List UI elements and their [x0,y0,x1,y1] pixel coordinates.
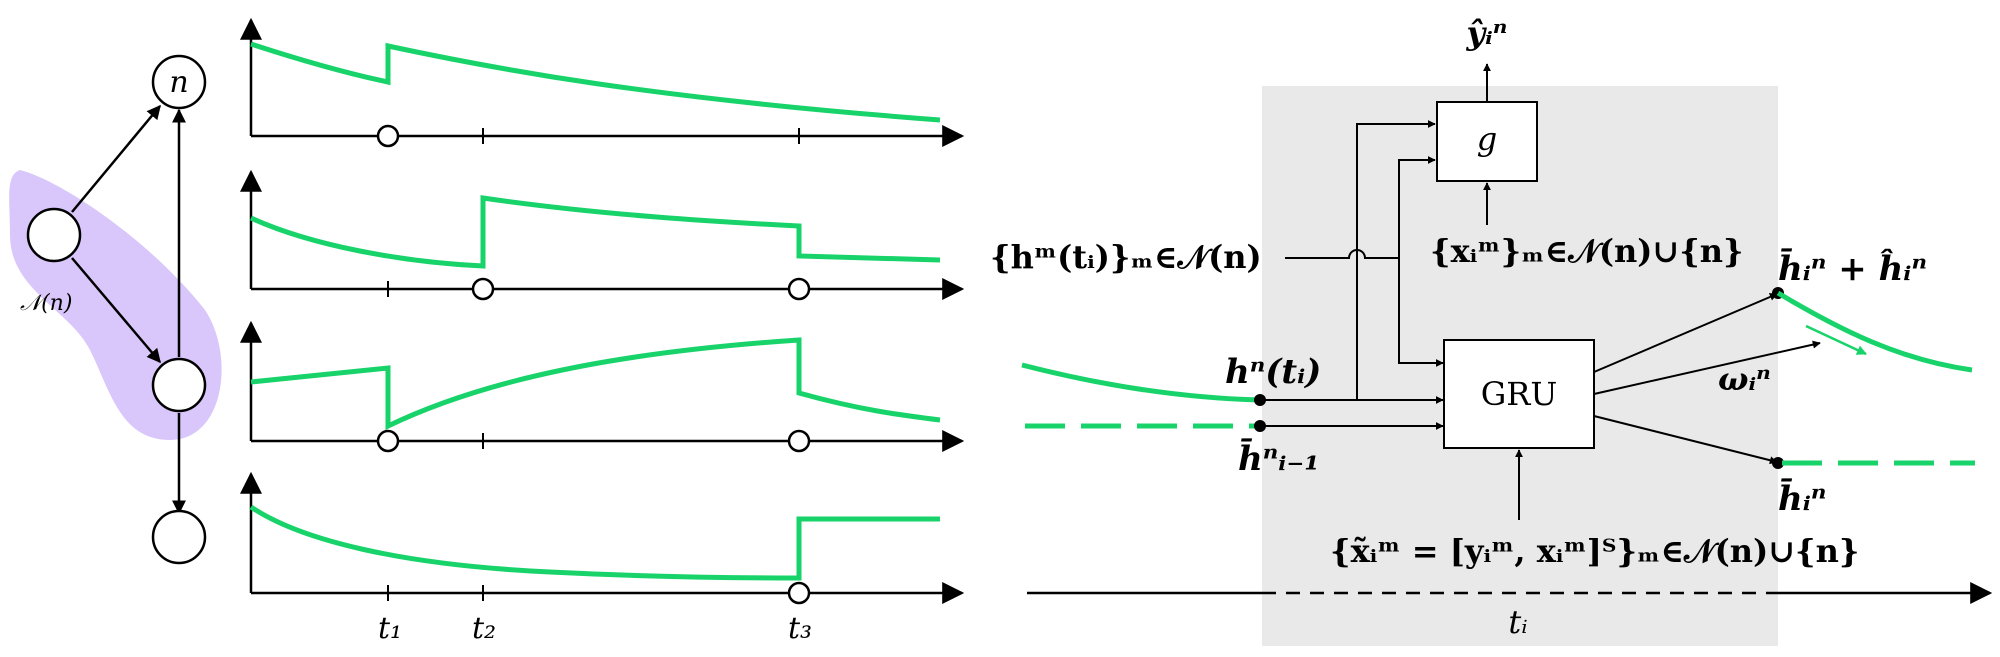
state-label: hⁿ(tᵢ) [1225,352,1321,392]
gru-to-sum-arrow [1593,293,1778,373]
tick-label-t2: t₂ [472,611,496,646]
signal-curve [249,195,941,269]
timeseries-plot-1 [240,17,965,148]
event-marker [471,277,495,301]
g-label: g [1477,120,1497,158]
next-state-label: h̄ᵢⁿ [1778,478,1826,519]
feature-input-label: {xᵢᵐ}ₘ∈𝒩(n)∪{n} [1430,232,1744,270]
node-c [151,509,207,565]
tick-label-t3: t₃ [788,611,812,646]
node-a [26,207,82,263]
timeseries-plot-3 [240,320,965,453]
event-marker [787,277,811,301]
tick-label-t1: t₁ [378,611,402,646]
prev-state-label: h̄ⁿᵢ₋₁ [1238,438,1319,479]
event-marker [376,124,400,148]
state-curve-in [1021,362,1261,403]
event-marker [376,429,400,453]
decay-indicator [1805,324,1867,356]
node-b [151,357,207,413]
neighborhood-label: 𝒩(n) [20,291,72,316]
timeseries-plot-4: t₁ t₂ t₃ [240,471,965,646]
hidden-to-gru-arrow [1398,258,1444,367]
update-block: tᵢ hⁿ(tᵢ) h̄ⁿᵢ₋₁ {hᵐ(tᵢ)}ₘ∈𝒩(n) g ŷᵢⁿ {x… [990,14,1993,646]
signal-curve [250,337,941,430]
node-n [151,54,207,110]
edge-a-to-b [71,257,161,364]
signal-curve [249,504,940,581]
timeseries-plots: t₁ t₂ t₃ [240,17,965,646]
time-label: tᵢ [1508,603,1527,641]
hidden-input-label: {hᵐ(tᵢ)}ₘ∈𝒩(n) [990,238,1262,276]
gru-label: GRU [1481,375,1558,413]
event-marker [787,429,811,453]
node-n-label: n [169,65,188,100]
output-label: ŷᵢⁿ [1466,14,1508,52]
hidden-input-line [1285,249,1399,259]
gru-to-omega-arrow [1593,340,1821,395]
state-to-g-arrow [1356,120,1436,400]
next-state-dot [1772,457,1784,469]
signal-curve [250,41,941,123]
hidden-to-g-arrow [1398,156,1436,258]
state-curve-out [1776,290,1973,373]
sum-label: h̄ᵢⁿ + ĥᵢⁿ [1778,248,1927,289]
g-block [1436,101,1538,182]
graph: 𝒩(n) n [9,54,222,565]
obs-input-label: {x̃ᵢᵐ = [yᵢᵐ, xᵢᵐ]ᵀ}ₘ∈𝒩(n)∪{n} [1330,532,1859,570]
event-marker [787,581,811,605]
edge-a-to-n [71,104,161,213]
gru-to-next-arrow [1593,415,1778,465]
omega-label: ωᵢⁿ [1718,360,1771,398]
timeseries-plot-2 [240,169,965,301]
